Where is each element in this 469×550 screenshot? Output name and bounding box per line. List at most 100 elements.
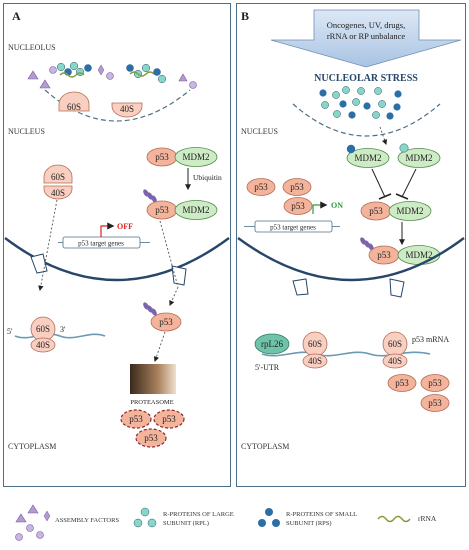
panel-a-nuclear-40s-label: 40S <box>51 188 65 198</box>
panel-b-cytoplasm-label: CYTOPLASM <box>241 442 289 451</box>
panel-a-nucleolus-boundary <box>44 89 191 122</box>
panel-a-cyto-p53-label: p53 <box>159 317 173 327</box>
panel-a-mdm2-top-label: MDM2 <box>182 152 209 162</box>
panel-b-mdm2-left-label: MDM2 <box>354 153 381 163</box>
panel-b-ribosome-1-40s-label: 40S <box>308 356 322 366</box>
panel-a-nucleolus-components <box>27 61 197 89</box>
panel-b-rp-release-path <box>379 126 388 146</box>
panel-b-free-p53-1 <box>246 178 276 196</box>
panel-a-ubiquitin-chain <box>143 189 157 203</box>
panel-b-nucleus-label: NUCLEUS <box>241 127 278 136</box>
degraded-p53-1-label: p53 <box>129 414 143 424</box>
panel-b-free-p53-2 <box>282 178 312 196</box>
panel-b-ribosome-1-40s <box>302 353 328 369</box>
panel-a-60s-label: 60S <box>67 102 81 112</box>
panel-b-new-p53-3-label: p53 <box>428 398 442 408</box>
panel-a-three-prime: 3' <box>60 325 66 334</box>
panel-a-cyto-ubiquitin-chain <box>143 302 157 316</box>
panel-a-p53-export-path <box>159 220 179 288</box>
panel-b-mdm2-bound-rps <box>397 148 441 168</box>
legend-rps-icon <box>258 508 280 527</box>
panel-a-nucleolus-label: NUCLEOLUS <box>8 43 56 52</box>
panel-a-p53-ubiquitinated-label: p53 <box>155 205 169 215</box>
panel-a-60s-subunit-shape <box>58 91 90 112</box>
legend-assembly-label: ASSEMBLY FACTORS <box>55 517 120 524</box>
p53-mrna-label: p53 mRNA <box>412 335 449 344</box>
panel-a-off-label: OFF <box>117 222 133 231</box>
legend-rpl-label-2: SUBUNIT (RPL) <box>163 520 209 527</box>
degraded-p53-3-label: p53 <box>144 433 158 443</box>
stress-arrow-box <box>270 9 462 68</box>
degraded-p53-2-label: p53 <box>162 414 176 424</box>
panel-a-cyto-p53 <box>150 312 182 332</box>
panel-a-five-prime: 5' <box>7 327 13 336</box>
panel-a-letter: A <box>12 9 21 23</box>
legend-rpl-label-1: R-PROTEINS OF LARGE <box>163 511 234 518</box>
panel-a-mdm2-bound <box>174 200 218 220</box>
panel-b-nuclear-pore-left <box>292 278 309 296</box>
panel-a-mdm2-bound-label: MDM2 <box>182 205 209 215</box>
proteasome-shape <box>130 364 176 394</box>
panel-a-cytoplasm-label: CYTOPLASM <box>8 442 56 451</box>
panel-b-mdm2-complex-label: MDM2 <box>396 206 423 216</box>
panel-a-off-arrow <box>100 222 115 237</box>
panel-b-p53-mrna-strand <box>261 351 431 357</box>
rpl26-protein <box>254 333 290 355</box>
panel-b-free-p53-1-label: p53 <box>254 182 268 192</box>
panel-b-rps-on-mdm2 <box>346 144 356 154</box>
panel-b-on-arrow <box>312 201 328 214</box>
proteasome-label: PROTEASOME <box>130 399 173 406</box>
panel-a-p53-export-arrow <box>169 286 179 306</box>
panel-a-degradation-path <box>153 331 166 363</box>
panel-a-40s-subunit-shape <box>111 102 143 118</box>
panel-b-ribosome-2-60s-label: 60S <box>388 339 402 349</box>
panel-b-target-genes-label: p53 target genes <box>270 224 316 232</box>
panel-b-free-p53-3 <box>283 197 313 215</box>
panel-a-target-genes-label: p53 target genes <box>78 240 124 248</box>
panel-a-ubiquitin-label: Ubiquitin <box>193 173 222 182</box>
panel-a-nuclear-60s <box>43 164 73 184</box>
panel-a-p53-top-label: p53 <box>155 152 169 162</box>
panel-b-nucleolus-boundary <box>292 103 441 137</box>
panel-b-new-p53-1-label: p53 <box>395 378 409 388</box>
panel-a-cyto-40s <box>30 337 56 353</box>
utr-label: 5'-UTR <box>255 363 280 372</box>
panel-b-new-p53-2-label: p53 <box>428 378 442 388</box>
panel-a-nuclear-pore-right <box>171 265 187 286</box>
nucleolar-stress-title: NUCLEOLAR STRESS <box>314 73 418 84</box>
panel-b-on-label: ON <box>331 201 343 210</box>
panel-b-rpl-on-mdm2 <box>399 143 409 153</box>
panel-a-nuclear-40s <box>43 185 73 200</box>
panel-a-mdm2-top <box>174 147 218 167</box>
legend-assembly-icon <box>15 504 51 541</box>
legend-rps-label-1: R-PROTEINS OF SMALL <box>286 511 358 518</box>
legend-rrna-icon <box>377 515 411 523</box>
panel-b-ribosome-2-40s <box>382 353 408 369</box>
panel-b-inhibition-marks <box>371 168 417 200</box>
panel-b-mdm2-right-label: MDM2 <box>405 153 432 163</box>
panel-a-nuclear-60s-label: 60S <box>51 172 65 182</box>
stress-box-line-2: rRNA or RP unbalance <box>327 31 406 41</box>
panel-a-cyto-60s-label: 60S <box>36 324 50 334</box>
panel-a-ribosome-export-path <box>38 199 58 292</box>
legend-rrna-label: rRNA <box>418 514 437 523</box>
panel-b-mdm2-bound-rpl <box>346 148 390 168</box>
panel-b-nuclear-pore-right <box>389 278 405 298</box>
panel-b-p53-complex-label: p53 <box>369 206 383 216</box>
panel-b-nuclear-membrane <box>237 237 465 282</box>
legend-rps-label-2: SUBUNIT (RPS) <box>286 520 332 527</box>
panel-b-free-p53-2-label: p53 <box>290 182 304 192</box>
degraded-p53-group: p53 p53 p53 <box>120 409 185 448</box>
panel-b-p53-ubiquitinated-label: p53 <box>377 250 391 260</box>
rpl26-label: rpL26 <box>261 339 283 349</box>
panel-a-mrna-strand <box>14 333 106 339</box>
panel-b-ribosome-1-60s-label: 60S <box>308 339 322 349</box>
panel-b-mdm2-complex <box>388 201 432 221</box>
legend-rpl-icon <box>133 507 157 528</box>
panel-a-cyto-40s-label: 40S <box>36 340 50 350</box>
panel-b-ubiquitin-chain <box>360 237 374 251</box>
panel-b-ribosome-2-40s-label: 40S <box>388 356 402 366</box>
panel-a-nuclear-pore-left <box>30 253 48 274</box>
panel-b-new-p53-group: p53 p53 p53 <box>387 374 450 412</box>
